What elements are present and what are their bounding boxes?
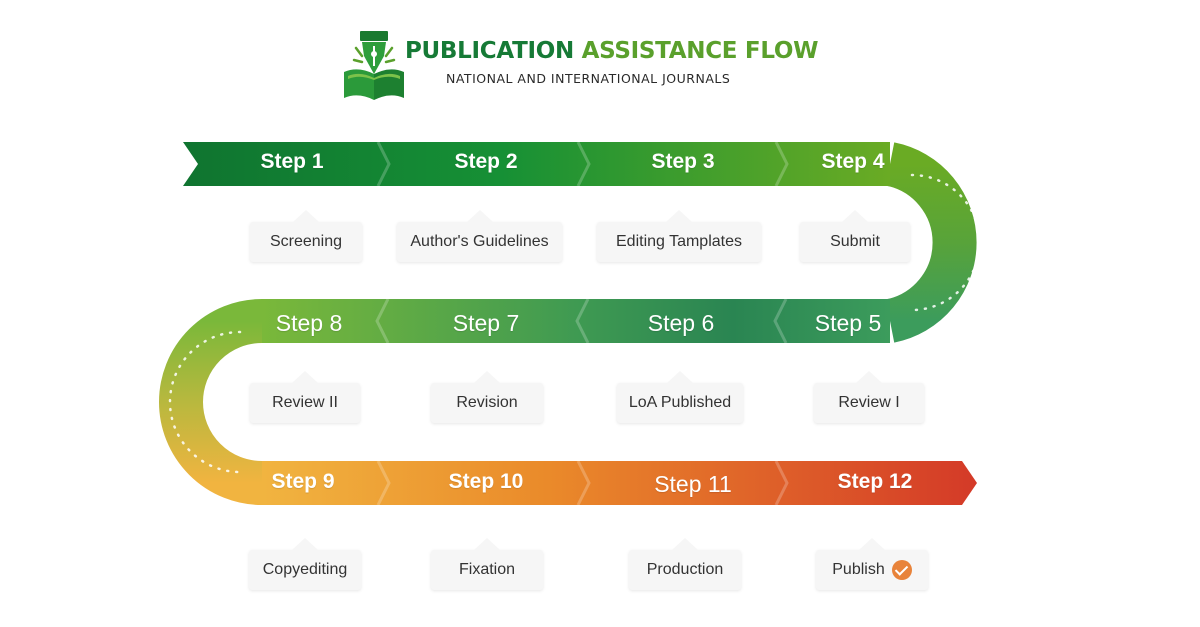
callout-authors-guidelines: Author's Guidelines xyxy=(397,210,562,262)
step-label-9: Step 9 xyxy=(271,470,335,493)
chevron-separators xyxy=(375,141,789,506)
page-subtitle: NATIONAL AND INTERNATIONAL JOURNALS xyxy=(446,71,731,86)
title-part-2: ASSISTANCE FLOW xyxy=(581,38,819,64)
step-label-5: Step 5 xyxy=(814,310,882,336)
publish-label: Publish xyxy=(832,561,885,578)
step-label-2: Step 2 xyxy=(454,150,518,173)
check-circle-icon xyxy=(891,560,912,580)
callout-production: Production xyxy=(629,538,741,590)
chevron-row2-1 xyxy=(375,298,390,344)
chevron-row2-3 xyxy=(773,298,788,344)
step-label-7: Step 7 xyxy=(452,310,520,336)
chevron-row1-2 xyxy=(576,141,591,187)
step-label-12: Step 12 xyxy=(837,470,913,493)
chevron-row3-1 xyxy=(376,460,391,506)
title-part-1: PUBLICATION xyxy=(405,38,574,64)
ribbon-curve-right xyxy=(884,142,977,343)
callout-loa-published: LoA Published xyxy=(617,371,743,423)
step-label-1: Step 1 xyxy=(260,150,324,173)
step-label-11: Step 11 xyxy=(654,471,732,497)
callout-submit: Submit xyxy=(800,210,910,262)
curve-left-dots xyxy=(168,330,242,474)
ribbon-curve-left xyxy=(159,299,263,505)
callout-editing-templates: Editing Tamplates xyxy=(597,210,761,262)
callout-review-i: Review I xyxy=(814,371,924,423)
step-label-4: Step 4 xyxy=(821,150,885,173)
step-label-8: Step 8 xyxy=(275,310,343,336)
ribbon-row-1 xyxy=(183,142,890,186)
callout-revision: Revision xyxy=(431,371,543,423)
step-label-3: Step 3 xyxy=(651,150,715,173)
callout-screening: Screening xyxy=(250,210,362,262)
chevron-row1-3 xyxy=(774,141,789,187)
step-label-10: Step 10 xyxy=(448,470,524,493)
callout-review-ii: Review II xyxy=(250,371,360,423)
chevron-row2-2 xyxy=(575,298,590,344)
callout-fixation: Fixation xyxy=(431,538,543,590)
step-label-6: Step 6 xyxy=(647,310,715,336)
page-title: PUBLICATION ASSISTANCE FLOW xyxy=(405,38,818,64)
callout-copyediting: Copyediting xyxy=(249,538,361,590)
chevron-row3-2 xyxy=(576,460,591,506)
ribbon-row-3 xyxy=(262,461,977,505)
curve-right-dots xyxy=(910,173,981,312)
callout-publish: Publish xyxy=(816,538,928,590)
chevron-row1-1 xyxy=(376,141,391,187)
ribbon-row-2 xyxy=(262,299,890,343)
chevron-row3-3 xyxy=(774,460,789,506)
pen-nib-book-icon xyxy=(344,31,404,100)
